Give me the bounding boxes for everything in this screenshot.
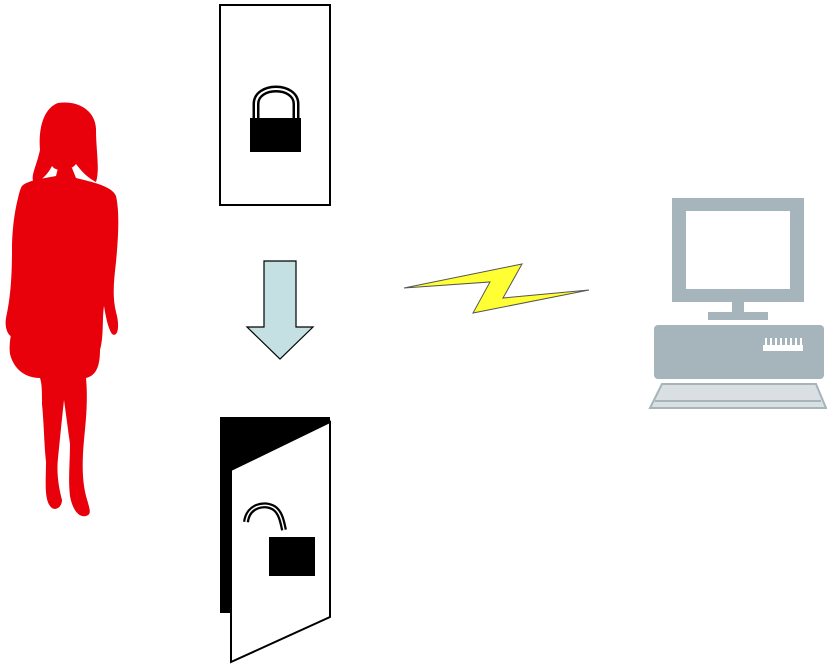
- lightning-bolt-icon: [404, 264, 589, 313]
- computer-base-unit: [654, 325, 824, 379]
- arrow-down-icon: [247, 261, 313, 359]
- monitor-screen: [686, 211, 790, 289]
- keyboard: [650, 384, 826, 408]
- disk-drive-slot: [763, 345, 803, 351]
- desktop-computer-icon: [650, 198, 826, 408]
- person-silhouette-icon: [6, 103, 119, 517]
- unlocked-door: [220, 417, 330, 662]
- locked-door: [220, 5, 330, 205]
- door-frame: [220, 5, 330, 205]
